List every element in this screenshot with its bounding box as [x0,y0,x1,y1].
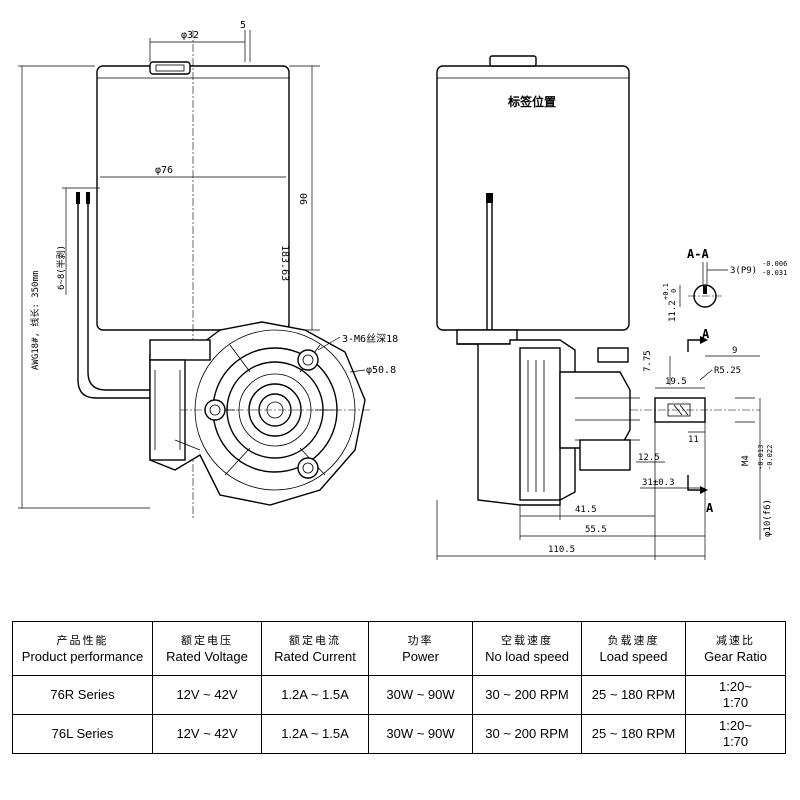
dim-110-5: 110.5 [548,545,575,555]
mount-hole-1 [297,349,319,371]
left-view: φ32 5 φ76 90 183.63 AWG18#, 线长: 350mm 6~… [18,20,398,520]
dim-7-75: 7.75 [643,350,653,372]
cell-load: 25 ~ 180 RPM [581,675,686,715]
dim-m4: M4 [741,455,751,466]
dim-11: 11 [688,435,699,445]
dim-r5-25: R5.25 [714,366,741,376]
dim-55-5: 55.5 [585,525,607,535]
shaft-depth-tol-upper: +0.1 [662,283,670,300]
mount-holes-note: 3-M6丝深18 [342,333,398,345]
cell-ratio: 1:20~1:70 [685,675,786,715]
mount-hole-3 [297,457,319,479]
cell-series: 76L Series [12,714,153,754]
cell-no-load: 30 ~ 200 RPM [472,714,582,754]
cell-power: 30W ~ 90W [368,675,473,715]
key-tol-upper: -0.006 [762,260,787,268]
cell-current: 1.2A ~ 1.5A [261,675,369,715]
cell-series: 76R Series [12,675,153,715]
table-row: 76L Series 12V ~ 42V 1.2A ~ 1.5A 30W ~ 9… [12,714,786,754]
cell-load: 25 ~ 180 RPM [581,714,686,754]
table-row: 76R Series 12V ~ 42V 1.2A ~ 1.5A 30W ~ 9… [12,675,786,715]
section-marker-top [687,339,700,352]
dim-total-height: 183.63 [279,245,290,281]
section-marker-bottom [687,475,700,491]
wire-1 [77,200,150,399]
cell-current: 1.2A ~ 1.5A [261,714,369,754]
dim-shaft: φ10(f6) [763,499,773,537]
dim-top-offset: 5 [240,20,246,31]
dim-12-5: 12.5 [638,453,660,463]
shaft-depth: 11.2 [668,300,678,322]
dim-31: 31±0.3 [642,478,675,488]
dim-9: 9 [732,346,737,356]
mount-hole-2 [204,399,226,421]
top-terminal-right [489,55,537,67]
dim-body-height: 90 [299,193,310,205]
cell-no-load: 30 ~ 200 RPM [472,675,582,715]
dim-41-5: 41.5 [575,505,597,515]
gear-neck-right [456,329,518,345]
dim-top-diameter: φ32 [181,30,199,41]
gearbox-neck [149,339,211,361]
wire-2 [87,200,150,391]
cell-voltage: 12V ~ 42V [152,714,262,754]
shaft-depth-tol-lower: 0 [670,289,678,293]
cell-power: 30W ~ 90W [368,714,473,754]
right-view: 标签位置 A-A 3(P9) -0.006 -0.031 11.2 +0.1 [436,55,787,560]
output-flange [559,371,631,449]
dim-body-diameter: φ76 [155,165,173,176]
motor-technical-drawing: φ32 5 φ76 90 183.63 AWG18#, 线长: 350mm 6~… [18,20,787,560]
dim-shaft-tol-lower: -0.022 [766,445,774,470]
strip-note: 6~8(半剥) [55,245,67,290]
label-position: 标签位置 [507,94,556,109]
cell-voltage: 12V ~ 42V [152,675,262,715]
dim-19-5: 19.5 [665,377,687,387]
key-tolerance: 3(P9) [730,266,757,276]
section-mark-bottom: A [706,501,714,515]
section-mark-top: A [702,327,710,341]
flange-diameter: φ50.8 [366,365,396,376]
wire-note: AWG18#, 线长: 350mm [29,271,41,370]
key-tol-lower: -0.031 [762,269,787,277]
section-title: A-A [687,247,709,261]
cell-ratio: 1:20~1:70 [685,714,786,754]
dim-shaft-tol-upper: -0.013 [757,445,765,470]
